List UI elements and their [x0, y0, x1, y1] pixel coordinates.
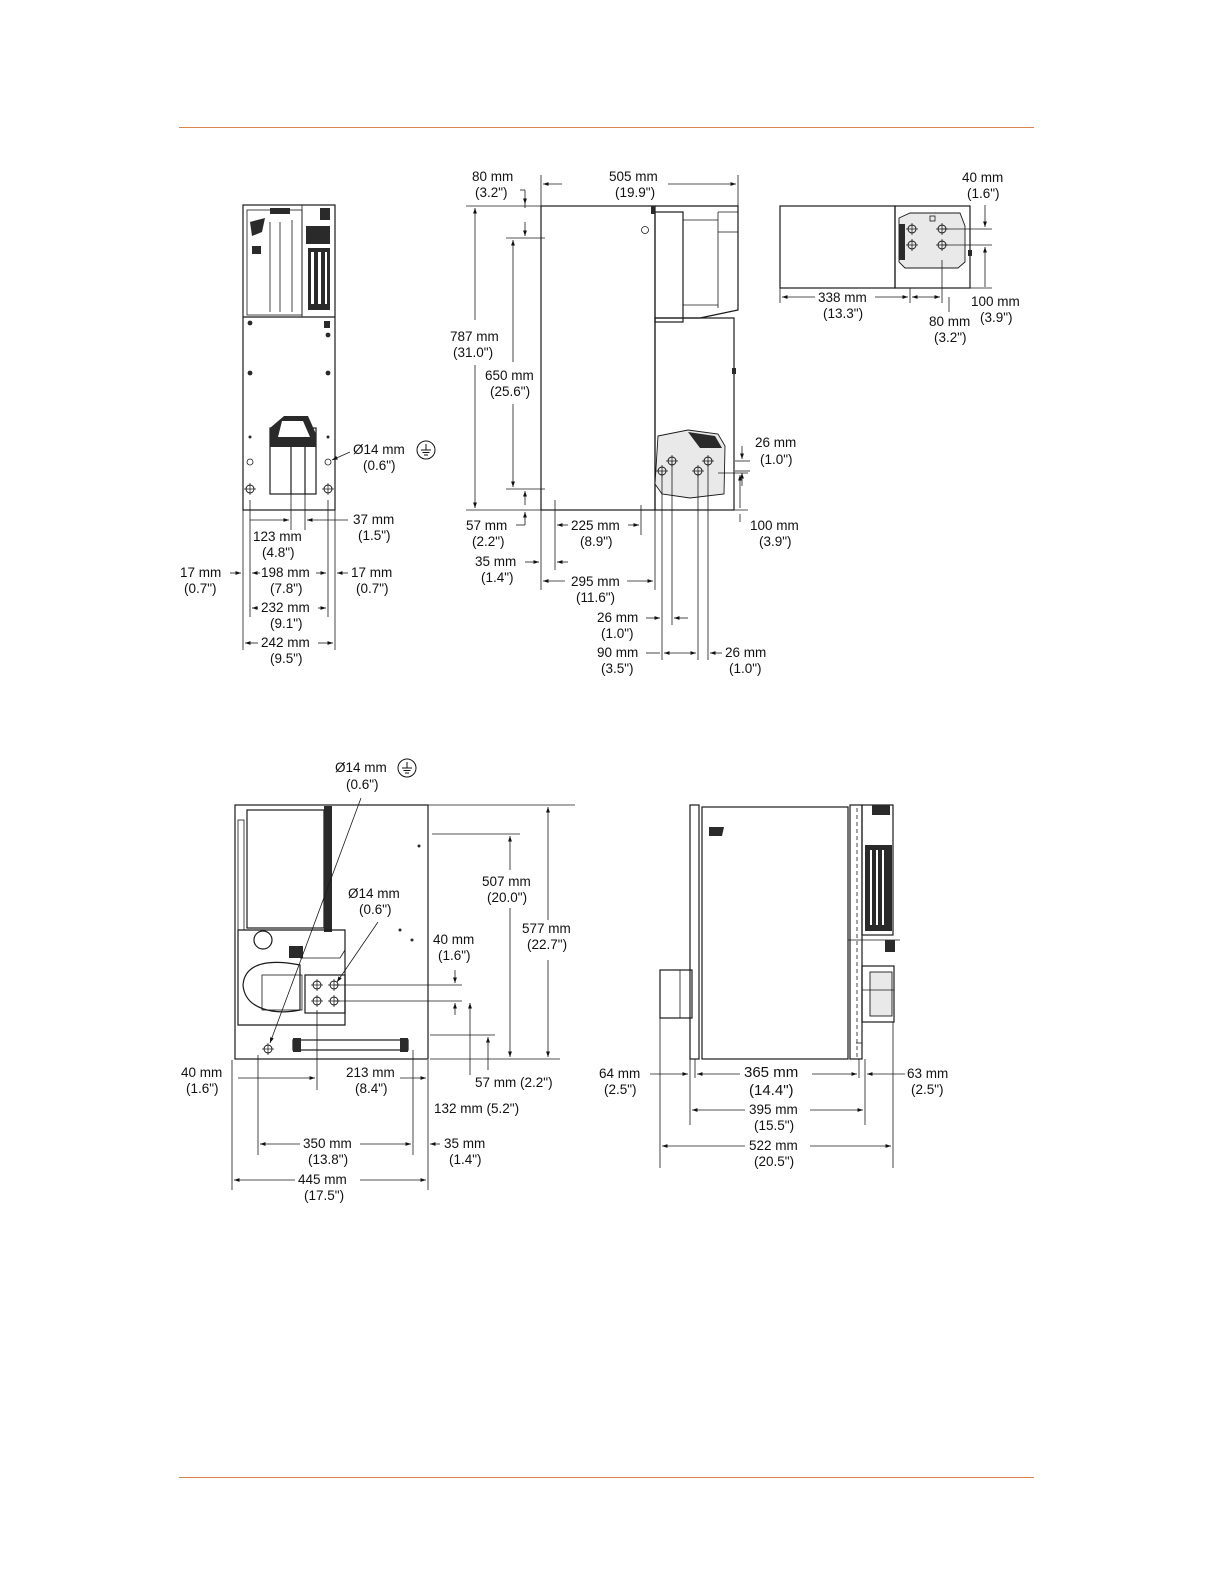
ground-symbol-icon [416, 440, 436, 460]
bfv-d445-in: (17.5") [304, 1188, 344, 1203]
tv-d80: 80 mm [929, 314, 970, 329]
bsv-d395-in: (15.5") [754, 1118, 794, 1133]
bsv-d64-in: (2.5") [604, 1082, 637, 1097]
bsv-d365-in: (14.4") [749, 1082, 794, 1099]
bfv-d507-in: (20.0") [487, 890, 527, 905]
sv-d650-in: (25.6") [490, 384, 530, 399]
sv-d26-mid: 26 mm [597, 610, 638, 625]
fv-d232-in: (9.1") [270, 616, 303, 631]
fv-hole-dia-in: (0.6") [363, 458, 396, 473]
bfv-d350: 350 mm [303, 1136, 352, 1151]
fv-d232: 232 mm [261, 600, 310, 615]
sv-d90: 90 mm [597, 645, 638, 660]
front-view [242, 204, 336, 511]
sv-d26-bot: 26 mm [725, 645, 766, 660]
sv-d90-in: (3.5") [601, 661, 634, 676]
sv-d100-in: (3.9") [759, 534, 792, 549]
side-view [540, 205, 739, 511]
tv-d100-in: (3.9") [980, 310, 1013, 325]
bfv-d57: 57 mm (2.2") [475, 1075, 553, 1090]
tv-d40-in: (1.6") [967, 186, 1000, 201]
sv-d26-bot-in: (1.0") [729, 661, 762, 676]
bfv-d213: 213 mm [346, 1065, 395, 1080]
bfv-d35: 35 mm [444, 1136, 485, 1151]
bsv-d63: 63 mm [907, 1066, 948, 1081]
fv-d123-in: (4.8") [262, 545, 295, 560]
fv-d242: 242 mm [261, 635, 310, 650]
bsv-d63-in: (2.5") [911, 1082, 944, 1097]
bfv-d40-left: 40 mm [181, 1065, 222, 1080]
sv-d26-top: 26 mm [755, 435, 796, 450]
bottom-front-view [234, 804, 575, 1060]
sv-d295: 295 mm [571, 574, 620, 589]
tv-d40: 40 mm [962, 170, 1003, 185]
bfv-d577: 577 mm [522, 921, 571, 936]
fv-d242-in: (9.5") [270, 651, 303, 666]
bfv-d350-in: (13.8") [308, 1152, 348, 1167]
fv-d17-right: 17 mm [351, 565, 392, 580]
sv-d35: 35 mm [475, 554, 516, 569]
fv-hole-dia: Ø14 mm [353, 442, 405, 457]
tv-d338-in: (13.3") [823, 306, 863, 321]
bfv-d40: 40 mm [433, 932, 474, 947]
bsv-d365: 365 mm [744, 1064, 798, 1081]
sv-d57: 57 mm [466, 518, 507, 533]
bsv-d64: 64 mm [599, 1066, 640, 1081]
bsv-d522: 522 mm [749, 1138, 798, 1153]
fv-d17-left-in: (0.7") [184, 581, 217, 596]
header-rule [179, 127, 1034, 128]
sv-d787: 787 mm [450, 329, 499, 344]
fv-d17-left: 17 mm [180, 565, 221, 580]
bfv-d507: 507 mm [482, 874, 531, 889]
sv-d100: 100 mm [750, 518, 799, 533]
tv-d80-in: (3.2") [934, 330, 967, 345]
bsv-d522-in: (20.5") [754, 1154, 794, 1169]
sv-d650: 650 mm [485, 368, 534, 383]
sv-d787-in: (31.0") [453, 345, 493, 360]
bfv-hole2-in: (0.6") [359, 902, 392, 917]
tv-d338: 338 mm [818, 290, 867, 305]
fv-d37-in: (1.5") [358, 528, 391, 543]
sv-d80: 80 mm [472, 169, 513, 184]
sv-d505-in: (19.9") [615, 185, 655, 200]
ground-symbol-icon-2 [397, 758, 417, 778]
sv-d225: 225 mm [571, 518, 620, 533]
bfv-d40-in: (1.6") [438, 948, 471, 963]
sv-d295-in: (11.6") [576, 590, 615, 605]
bfv-d40-left-in: (1.6") [186, 1081, 219, 1096]
sv-d225-in: (8.9") [580, 534, 613, 549]
sv-d57-in: (2.2") [472, 534, 505, 549]
bfv-hole1: Ø14 mm [335, 760, 387, 775]
bfv-d213-in: (8.4") [355, 1081, 388, 1096]
tv-d100: 100 mm [971, 294, 1020, 309]
fv-d123: 123 mm [253, 529, 302, 544]
sv-d505: 505 mm [609, 169, 658, 184]
bfv-d445: 445 mm [298, 1172, 347, 1187]
fv-d37: 37 mm [353, 512, 394, 527]
fv-d198-in: (7.8") [270, 581, 303, 596]
bfv-hole1-in: (0.6") [346, 777, 379, 792]
bsv-d395: 395 mm [749, 1102, 798, 1117]
footer-rule [179, 1477, 1034, 1478]
bottom-side-view [659, 804, 900, 1060]
fv-d17-right-in: (0.7") [356, 581, 389, 596]
sv-d80-in: (3.2") [475, 185, 508, 200]
bfv-hole2: Ø14 mm [348, 886, 400, 901]
bfv-d132: 132 mm (5.2") [434, 1101, 519, 1116]
top-view [779, 205, 972, 289]
bfv-d577-in: (22.7") [527, 937, 567, 952]
bfv-d35-in: (1.4") [449, 1152, 482, 1167]
fv-d198: 198 mm [261, 565, 310, 580]
sv-d35-in: (1.4") [481, 570, 514, 585]
sv-d26-top-in: (1.0") [760, 452, 793, 467]
sv-d26-mid-in: (1.0") [601, 626, 634, 641]
